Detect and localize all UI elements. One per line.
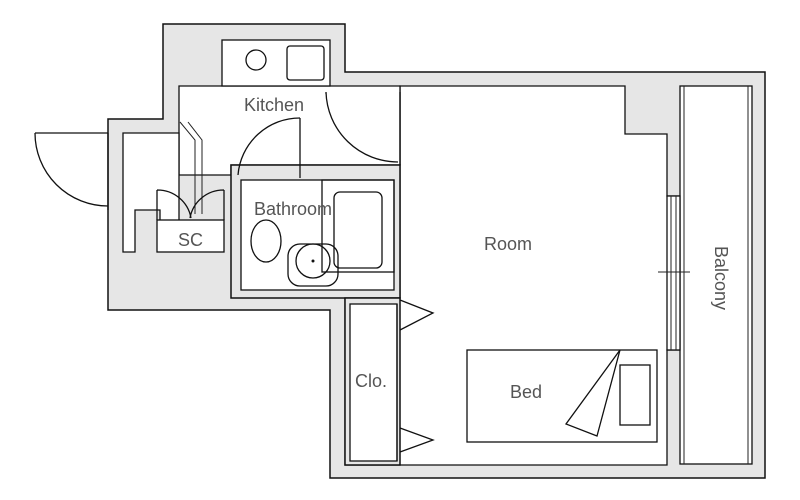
balcony-label: Balcony [711, 246, 731, 310]
bathtub-icon [321, 179, 395, 273]
closet-door-top-icon [399, 299, 435, 331]
entry-bifold-door-icon [179, 121, 203, 214]
closet-label: Clo. [355, 371, 387, 391]
closet-floor [349, 303, 398, 462]
bathroom-label: Bathroom [254, 199, 332, 219]
bed-frame [466, 349, 658, 443]
sc-label: SC [178, 230, 203, 250]
balcony-window [666, 195, 681, 351]
pillow-icon [619, 364, 651, 426]
sink-icon [245, 49, 267, 71]
bathroom-door-swing-icon [237, 117, 301, 176]
kitchen-counter [221, 39, 331, 87]
bed-blanket-fold-icon [564, 349, 621, 437]
bed-label: Bed [510, 382, 542, 402]
bathroom-floor [240, 179, 395, 291]
sc-floor [156, 219, 225, 253]
kitchen-room-door-icon [325, 91, 399, 163]
sc-door-right-icon [189, 189, 225, 220]
sc-door-left-icon [156, 189, 192, 220]
stove-icon [286, 45, 325, 81]
kitchen-label: Kitchen [244, 95, 304, 115]
room-label: Room [484, 234, 532, 254]
toilet-bowl-icon [295, 243, 331, 279]
washbasin-icon [250, 219, 282, 263]
closet-door-bottom-icon [399, 427, 435, 453]
toilet-drain-icon [311, 259, 315, 263]
bathtub-inner-icon [333, 191, 383, 269]
entrance-door-swing-icon [34, 132, 109, 207]
